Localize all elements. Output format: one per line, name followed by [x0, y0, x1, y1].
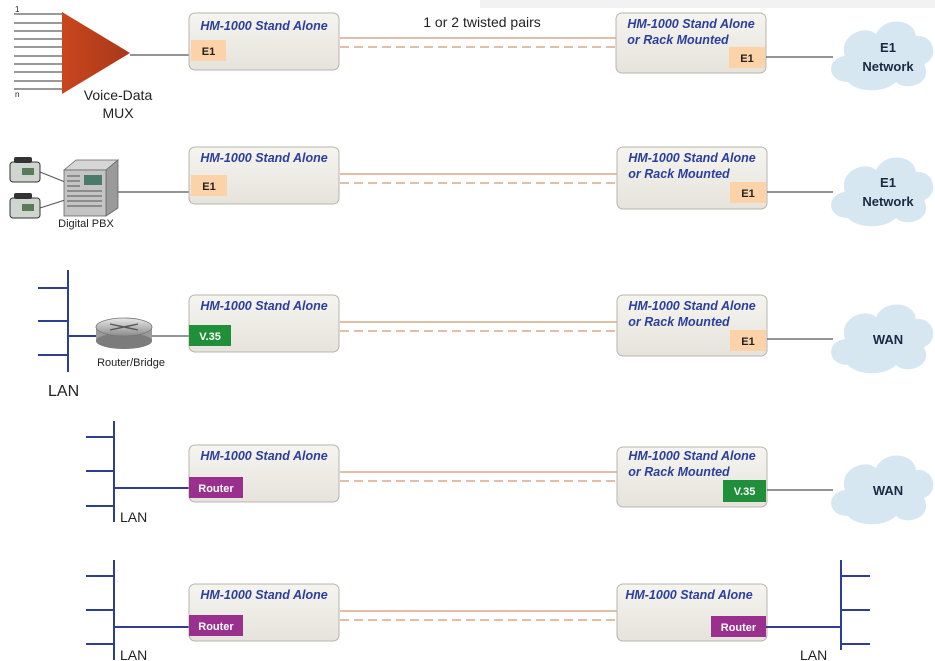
remote-port-label: E1: [740, 53, 753, 65]
mux-label-line1: Voice-Data: [84, 87, 153, 103]
row-4: LAN HM-1000 Stand Alone Router HM-1000 S…: [86, 421, 934, 525]
local-port-e1: [191, 40, 226, 61]
lan-bus: [86, 421, 190, 522]
remote-modem-title-line1: HM-1000 Stand Alone: [627, 17, 754, 31]
local-port-v35: [189, 325, 231, 346]
remote-port-label: Router: [721, 622, 757, 634]
cloud-label-line2: Network: [862, 194, 914, 209]
remote-modem-title-line1: HM-1000 Stand Alone: [628, 449, 755, 463]
local-port-label: Router: [198, 621, 234, 633]
local-port-label: E1: [202, 181, 215, 193]
local-port-label: Router: [198, 483, 234, 495]
link-label: 1 or 2 twisted pairs: [423, 14, 541, 30]
top-band: [480, 0, 935, 8]
local-port-router: [189, 477, 243, 498]
local-port-router: [189, 615, 243, 636]
right-lan-bus: [766, 560, 870, 650]
lan-label: LAN: [48, 383, 79, 400]
mux-input-last-label: n: [15, 90, 19, 99]
cloud-label-line1: E1: [880, 40, 896, 55]
local-modem-title: HM-1000 Stand Alone: [200, 19, 327, 33]
remote-port-v35: [723, 480, 766, 502]
row-5: LAN HM-1000 Stand Alone Router HM-1000 S…: [86, 560, 870, 661]
local-modem-box: [188, 12, 340, 71]
pbx-icon: [62, 159, 120, 217]
local-modem-title: HM-1000 Stand Alone: [200, 588, 327, 602]
right-lan-label: LAN: [800, 647, 827, 661]
remote-port-router: [711, 616, 766, 637]
remote-port-label: E1: [741, 336, 754, 348]
local-port-label: V.35: [199, 331, 221, 343]
remote-modem-title-line1: HM-1000 Stand Alone: [628, 151, 755, 165]
lan-bus: [38, 270, 96, 372]
row-3: LAN Router/Bridge HM-1000 Stand Alone V.…: [38, 270, 934, 400]
remote-modem-title-line2: or Rack Mounted: [628, 315, 730, 329]
local-port-e1: [191, 175, 227, 196]
lan-label: LAN: [120, 509, 147, 525]
e1-network-cloud-icon: [831, 157, 934, 227]
cloud-label: WAN: [873, 332, 903, 347]
remote-port-e1: [729, 47, 765, 68]
cloud-label-line2: Network: [862, 59, 914, 74]
cloud-label: WAN: [873, 483, 903, 498]
remote-port-label: E1: [741, 188, 754, 200]
wan-cloud-icon: [831, 304, 934, 374]
wan-cloud-icon: [831, 455, 934, 525]
remote-modem-title: HM-1000 Stand Alone: [625, 588, 752, 602]
mux-input-first-label: 1: [15, 5, 20, 14]
local-modem-title: HM-1000 Stand Alone: [200, 299, 327, 313]
row-1: 1 n Voice-Data MUX HM-1000 Stand Alone E…: [14, 5, 934, 121]
cloud-label-line1: E1: [880, 175, 896, 190]
router-icon: [95, 317, 153, 349]
local-port-label: E1: [202, 46, 215, 58]
remote-port-label: V.35: [734, 486, 756, 498]
phone-cable: [39, 199, 66, 209]
mux-label-line2: MUX: [102, 105, 134, 121]
phone-cable: [39, 171, 66, 183]
local-modem-title: HM-1000 Stand Alone: [200, 151, 327, 165]
e1-network-cloud-icon: [831, 21, 934, 91]
pbx-label: Digital PBX: [58, 218, 114, 230]
remote-modem-box: [616, 294, 768, 357]
remote-modem-title-line2: or Rack Mounted: [628, 167, 730, 181]
remote-modem-title-line1: HM-1000 Stand Alone: [628, 299, 755, 313]
phone-icon: [9, 157, 41, 183]
mux-triangle-icon: [62, 12, 130, 94]
mux-input-lines: [14, 13, 62, 90]
local-modem-title: HM-1000 Stand Alone: [200, 449, 327, 463]
remote-modem-box: [616, 146, 768, 210]
row-2: Digital PBX HM-1000 Stand Alone E1 HM-10…: [9, 146, 934, 230]
lan-bus: [86, 560, 190, 660]
remote-modem-title-line2: or Rack Mounted: [628, 465, 730, 479]
remote-modem-title-line2: or Rack Mounted: [627, 33, 729, 47]
remote-port-e1: [730, 182, 766, 203]
remote-port-e1: [730, 330, 766, 351]
lan-label: LAN: [120, 647, 147, 661]
remote-modem-box: [615, 12, 767, 74]
phone-icon: [9, 193, 41, 219]
router-label: Router/Bridge: [97, 357, 165, 369]
